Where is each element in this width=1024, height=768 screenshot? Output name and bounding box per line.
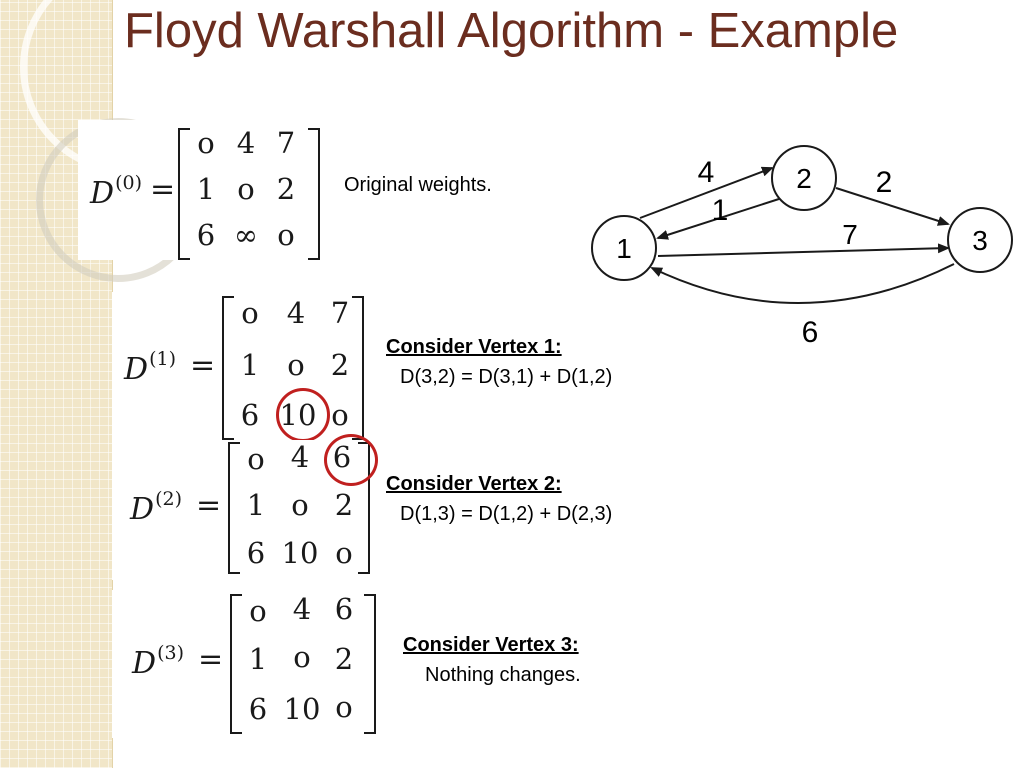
matrix-cell: 1 [246, 488, 266, 522]
matrix-cell: o [237, 172, 255, 206]
left-bracket [222, 296, 234, 440]
matrix-cell: 6 [248, 692, 268, 726]
matrix-cell: 6 [196, 218, 216, 252]
edge-weight: 7 [842, 219, 858, 250]
matrix-cell: 10 [281, 536, 319, 570]
note-original-weights: Original weights. [344, 174, 492, 196]
matrix-cell: 4 [236, 126, 256, 160]
equals-sign: = [196, 488, 222, 523]
matrix-cell: 6 [334, 592, 354, 626]
matrix-cell: o [335, 536, 353, 570]
left-bracket [230, 594, 242, 734]
node-label: 3 [972, 225, 988, 256]
edge-1-3 [657, 243, 950, 257]
note-vertex-1: Consider Vertex 1: D(3,2) = D(3,1) + D(1… [386, 336, 613, 388]
edge-weight: 2 [876, 166, 893, 199]
matrix-cell: 2 [330, 348, 350, 382]
matrix-cell: 1 [196, 172, 216, 206]
matrix-cell: 1 [240, 348, 260, 382]
matrix-cell: o [247, 442, 265, 476]
node-label: 2 [796, 163, 812, 194]
matrix-label: D(2) [130, 488, 182, 527]
edge-weight: 1 [712, 194, 729, 227]
highlight-circle [276, 388, 330, 442]
edge-weight: 4 [698, 156, 715, 189]
matrix-cell: 6 [246, 536, 266, 570]
matrix-cell: o [335, 690, 353, 724]
matrix-cell: o [241, 296, 259, 330]
edge-1-2 [639, 166, 774, 219]
note-vertex-3: Consider Vertex 3: Nothing changes. [403, 634, 581, 686]
matrix-label: D(3) [132, 642, 184, 681]
matrix-cell: 4 [286, 296, 306, 330]
slide-title: Floyd Warshall Algorithm - Example [124, 4, 899, 58]
matrix-cell: 1 [248, 642, 268, 676]
matrix-cell: 4 [290, 440, 310, 474]
left-bracket [228, 442, 240, 574]
matrix-cell: o [293, 640, 311, 674]
matrix-cell: 2 [334, 488, 354, 522]
matrix-cell: o [331, 398, 349, 432]
matrix-cell: o [291, 488, 309, 522]
equals-sign: = [198, 642, 224, 677]
matrix-d3: D(3) = o 4 6 1 o 2 6 10 o [112, 590, 382, 738]
matrix-label: D(1) [124, 348, 176, 387]
matrix-cell: 7 [276, 126, 296, 160]
matrix-cell: 4 [292, 592, 312, 626]
right-bracket [364, 594, 376, 734]
matrix-cell: o [277, 218, 295, 252]
edge-3-1 [650, 263, 955, 305]
note-vertex-2: Consider Vertex 2: D(1,3) = D(1,2) + D(2… [386, 473, 613, 525]
edge-2-3 [835, 187, 950, 226]
matrix-cell: 7 [330, 296, 350, 330]
matrix-cell: o [197, 126, 215, 160]
right-bracket [308, 128, 320, 260]
matrix-d1: D(1) = o 4 7 1 o 2 6 10 o [112, 292, 376, 442]
matrix-cell: 2 [334, 642, 354, 676]
edge-weight: 6 [802, 316, 819, 349]
highlight-circle [324, 434, 378, 486]
matrix-cell: ∞ [233, 218, 259, 252]
matrix-cell: 10 [283, 692, 321, 726]
matrix-d0: D(0) = o 4 7 1 o 2 6 ∞ o [78, 120, 340, 260]
matrix-cell: o [287, 348, 305, 382]
matrix-label: D(0) [90, 172, 142, 211]
node-label: 1 [616, 233, 632, 264]
edge-2-1 [656, 197, 783, 240]
matrix-d2: D(2) = o 4 6 1 o 2 6 10 o [112, 434, 380, 580]
matrix-cell: 6 [240, 398, 260, 432]
node-2 [771, 145, 837, 211]
node-3 [947, 207, 1013, 273]
matrix-cell: 2 [276, 172, 296, 206]
graph-diagram: 1 2 3 4 1 2 7 6 [591, 145, 1013, 349]
equals-sign: = [190, 348, 216, 383]
equals-sign: = [150, 172, 176, 207]
matrix-cell: o [249, 594, 267, 628]
node-1 [591, 215, 657, 281]
left-bracket [178, 128, 190, 260]
